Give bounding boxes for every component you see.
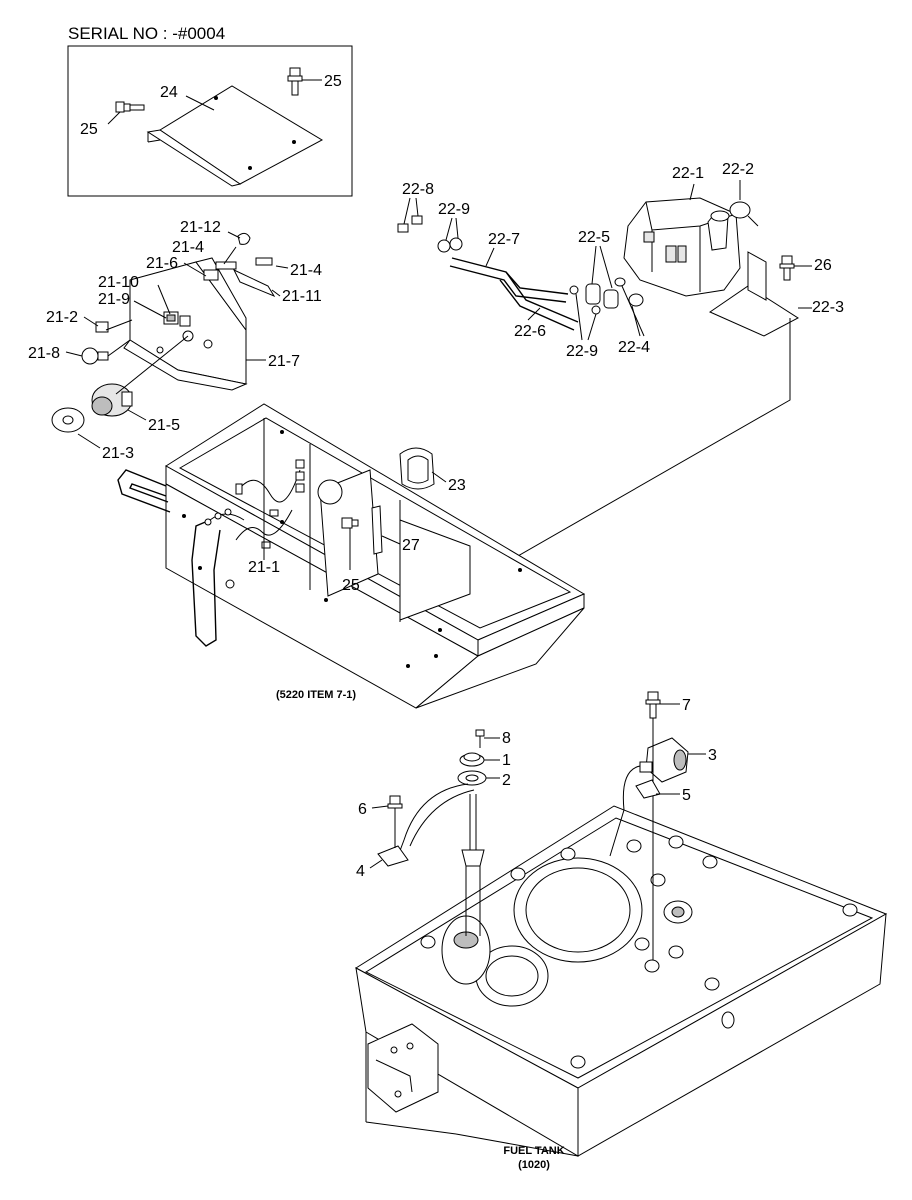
fuel-sender-assembly bbox=[461, 794, 485, 936]
grommet-21-2 bbox=[95, 321, 109, 333]
callout-21-4-a: 21-4 bbox=[172, 239, 204, 256]
callout-3: 3 bbox=[708, 747, 717, 764]
callout-21-10: 21-10 bbox=[98, 274, 139, 291]
bolt-25-main bbox=[341, 517, 359, 529]
connection-line-22-3 bbox=[475, 318, 791, 581]
gasket-21-3 bbox=[51, 407, 85, 433]
valve-22-5 bbox=[585, 277, 626, 309]
callout-25-inset-a: 25 bbox=[324, 73, 342, 90]
horn-21-5 bbox=[91, 383, 133, 417]
clip-5 bbox=[635, 779, 661, 799]
fuel-tank-code: (1020) bbox=[518, 1159, 550, 1171]
bolt-25-inset-a bbox=[287, 67, 303, 96]
callout-5: 5 bbox=[682, 787, 691, 804]
reference-item-label: (5220 ITEM 7-1) bbox=[276, 689, 356, 701]
switch-21-10 bbox=[163, 311, 191, 327]
callout-22-9-b: 22-9 bbox=[566, 343, 598, 360]
callout-22-5: 22-5 bbox=[578, 229, 610, 246]
terminal-21-12 bbox=[237, 232, 251, 245]
cover-plate-24 bbox=[146, 85, 324, 187]
callout-22-9-a: 22-9 bbox=[438, 201, 470, 218]
callout-24: 24 bbox=[160, 84, 178, 101]
main-frame bbox=[165, 403, 586, 709]
callout-22-3: 22-3 bbox=[812, 299, 844, 316]
fitting-22-8 bbox=[397, 215, 423, 233]
callout-21-5: 21-5 bbox=[148, 417, 180, 434]
hose-22-6 bbox=[499, 271, 579, 331]
clip-21-6 bbox=[203, 269, 219, 281]
fuel-tank bbox=[355, 805, 888, 1157]
reservoir-tank-22-1 bbox=[623, 197, 741, 297]
callout-21-3: 21-3 bbox=[102, 445, 134, 462]
serial-number-label: SERIAL NO : -#0004 bbox=[68, 24, 225, 43]
bolt-6 bbox=[387, 795, 403, 848]
hose-22-7 bbox=[449, 257, 569, 303]
callout-21-7: 21-7 bbox=[268, 353, 300, 370]
callout-23: 23 bbox=[448, 477, 466, 494]
callout-22-6: 22-6 bbox=[514, 323, 546, 340]
clamp-22-9a bbox=[437, 237, 463, 253]
callout-7: 7 bbox=[682, 697, 691, 714]
callout-22-8: 22-8 bbox=[402, 181, 434, 198]
seal-23 bbox=[399, 447, 435, 490]
screw-8 bbox=[475, 729, 485, 748]
bracket-27 bbox=[371, 505, 383, 555]
clamp-22-9b bbox=[569, 285, 601, 315]
callout-22-4: 22-4 bbox=[618, 339, 650, 356]
callout-21-9: 21-9 bbox=[98, 291, 130, 308]
connector-21-4b bbox=[255, 257, 273, 266]
plug-21-8 bbox=[81, 347, 109, 365]
connector-21-4a bbox=[215, 261, 237, 270]
callout-21-1: 21-1 bbox=[248, 559, 280, 576]
callout-4: 4 bbox=[356, 863, 365, 880]
callout-22-1: 22-1 bbox=[672, 165, 704, 182]
callout-8: 8 bbox=[502, 730, 511, 747]
handle-bar bbox=[117, 469, 221, 647]
callout-21-8: 21-8 bbox=[28, 345, 60, 362]
callout-27: 27 bbox=[402, 537, 420, 554]
callout-26: 26 bbox=[814, 257, 832, 274]
fuel-tank-label: FUEL TANK bbox=[503, 1145, 564, 1157]
bolt-26 bbox=[779, 255, 795, 281]
callout-1: 1 bbox=[502, 752, 511, 769]
mount-bracket-22-3 bbox=[708, 251, 799, 337]
cap-22-2 bbox=[729, 201, 759, 227]
callout-25-main: 25 bbox=[342, 577, 360, 594]
callout-21-2: 21-2 bbox=[46, 309, 78, 326]
serial-inset-frame bbox=[67, 45, 353, 197]
clamp-22-4 bbox=[628, 293, 644, 307]
callout-21-12: 21-12 bbox=[180, 219, 221, 236]
wire-harness-21-1 bbox=[204, 459, 305, 549]
callout-22-7: 22-7 bbox=[488, 231, 520, 248]
sensor-3 bbox=[609, 737, 689, 857]
callout-22-2: 22-2 bbox=[722, 161, 754, 178]
gasket-2 bbox=[457, 770, 487, 786]
callout-25-inset-b: 25 bbox=[80, 121, 98, 138]
callout-21-4-b: 21-4 bbox=[290, 262, 322, 279]
gauge-cap-1 bbox=[459, 752, 485, 767]
callout-21-11: 21-11 bbox=[282, 288, 322, 305]
ground-wire-4 bbox=[377, 783, 475, 867]
callout-6: 6 bbox=[358, 801, 367, 818]
callout-2: 2 bbox=[502, 772, 511, 789]
bolt-7 bbox=[645, 691, 661, 960]
bolt-25-inset-b bbox=[115, 101, 145, 113]
plate-21-11 bbox=[232, 268, 276, 298]
callout-21-6: 21-6 bbox=[146, 255, 178, 272]
